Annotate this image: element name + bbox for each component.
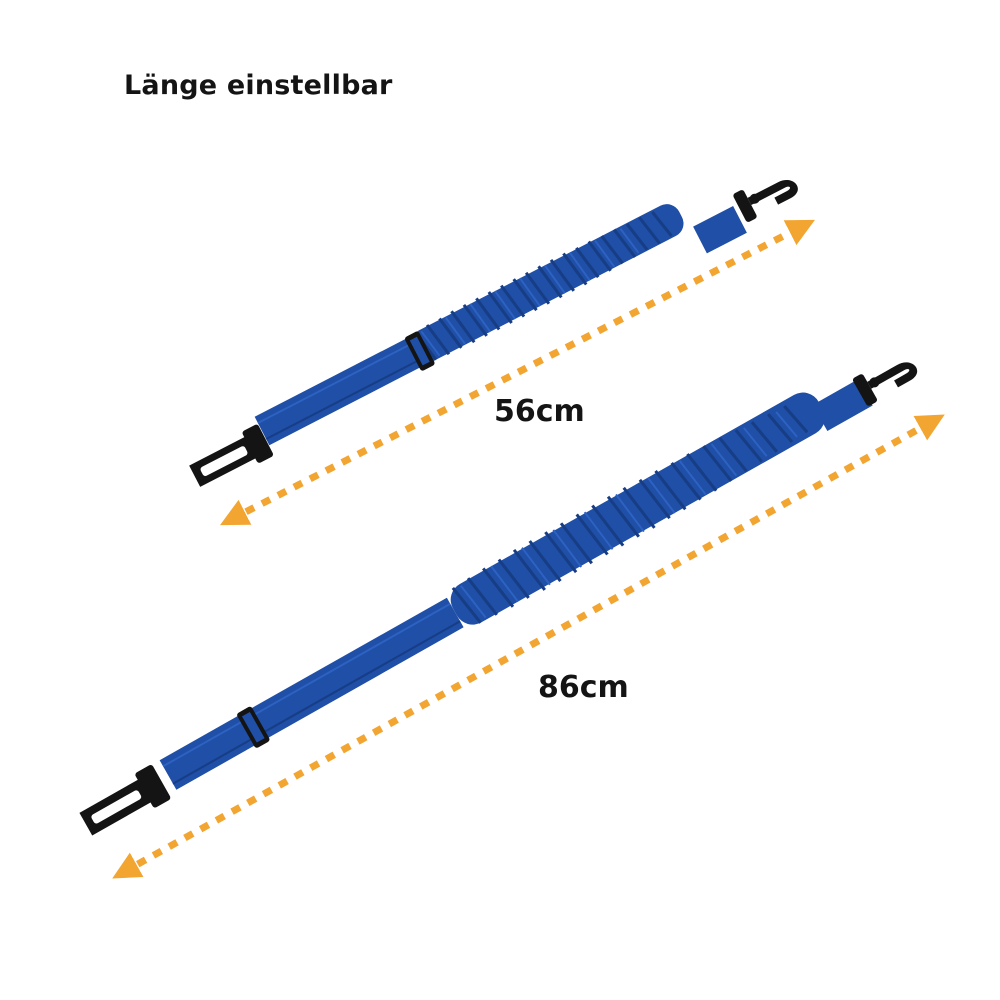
seatbelt-plug-long <box>79 764 171 836</box>
bungee-section-long <box>450 392 825 625</box>
slider-buckle-long <box>237 706 270 748</box>
slider-buckle-short <box>404 331 435 371</box>
length-label-short: 56cm <box>494 394 585 429</box>
dimension-arrow-long <box>112 414 945 879</box>
long-leash <box>79 362 945 879</box>
strap-flat-short <box>254 336 425 446</box>
seatbelt-plug-short <box>189 424 273 487</box>
snap-hook-short <box>733 180 798 222</box>
snap-hook-long <box>852 362 917 406</box>
strap-flat-long <box>159 597 464 790</box>
bungee-section-short <box>411 204 684 363</box>
title-text: Länge einstellbar <box>124 70 393 101</box>
length-label-long: 86cm <box>538 670 629 705</box>
